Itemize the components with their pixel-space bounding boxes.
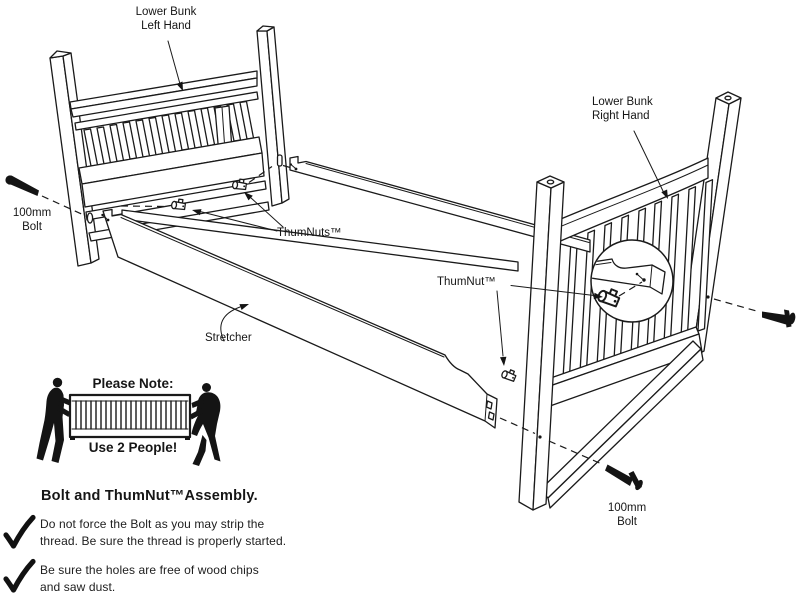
headboard-drawing [49,25,290,267]
label-thumnuts-text: ThumNuts™ [277,227,342,239]
label-thumnut: ThumNut™ [437,275,496,289]
label-lower-bunk-right: Lower Bunk Right Hand [592,95,653,123]
bolt-icon-right [762,309,796,328]
post-slot-right [276,154,283,167]
detail-circle [590,239,674,323]
label-bolt-bottom-line2: Bolt [617,516,637,528]
instruction-item-2-line1: Be sure the holes are free of wood chips [40,563,259,577]
label-thumnut-text: ThumNut™ [437,276,496,288]
bolt-icon-bottom [605,464,643,491]
right-side-rail-drawing [289,155,591,253]
label-bolt-left-line1: 100mm [12,207,52,219]
label-lower-bunk-right-line2: Right Hand [592,110,650,122]
label-100mm-bolt-bottom: 100mm Bolt [597,501,657,529]
hardware-layer [5,164,796,491]
bolt-icon-left [5,175,39,196]
label-bolt-bottom-line1: 100mm [607,502,647,514]
label-stretcher: Stretcher [205,331,252,345]
instructions-heading: Bolt and ThumNut™Assembly. [41,488,258,504]
label-stretcher-text: Stretcher [205,332,252,344]
label-thumnuts: ThumNuts™ [277,226,342,240]
label-100mm-bolt-left: 100mm Bolt [3,206,61,234]
label-lower-bunk-left: Lower Bunk Left Hand [124,5,208,33]
label-lower-bunk-left-line1: Lower Bunk [135,6,197,18]
checkmark-icon-1 [3,514,36,549]
stretcher-drawing [101,208,498,429]
instruction-item-1-line2: thread. Be sure the thread is properly s… [40,534,287,548]
callout-arrows [167,40,668,366]
label-lower-bunk-left-line2: Left Hand [141,20,191,32]
instruction-item-2-line2: and saw dust. [40,580,116,594]
post-slot-left [86,212,94,224]
two-people-icon [36,377,221,466]
checkmark-icon-2 [3,558,36,593]
label-bolt-left-line2: Bolt [22,221,42,233]
label-lower-bunk-right-line1: Lower Bunk [592,96,653,108]
note-box-title: Please Note: [92,376,174,391]
footboard-drawing [289,91,742,511]
thumnut-icon-3 [500,366,518,383]
note-box-caption: Use 2 People! [88,440,178,455]
instruction-item-1-line1: Do not force the Bolt as you may strip t… [40,517,265,531]
